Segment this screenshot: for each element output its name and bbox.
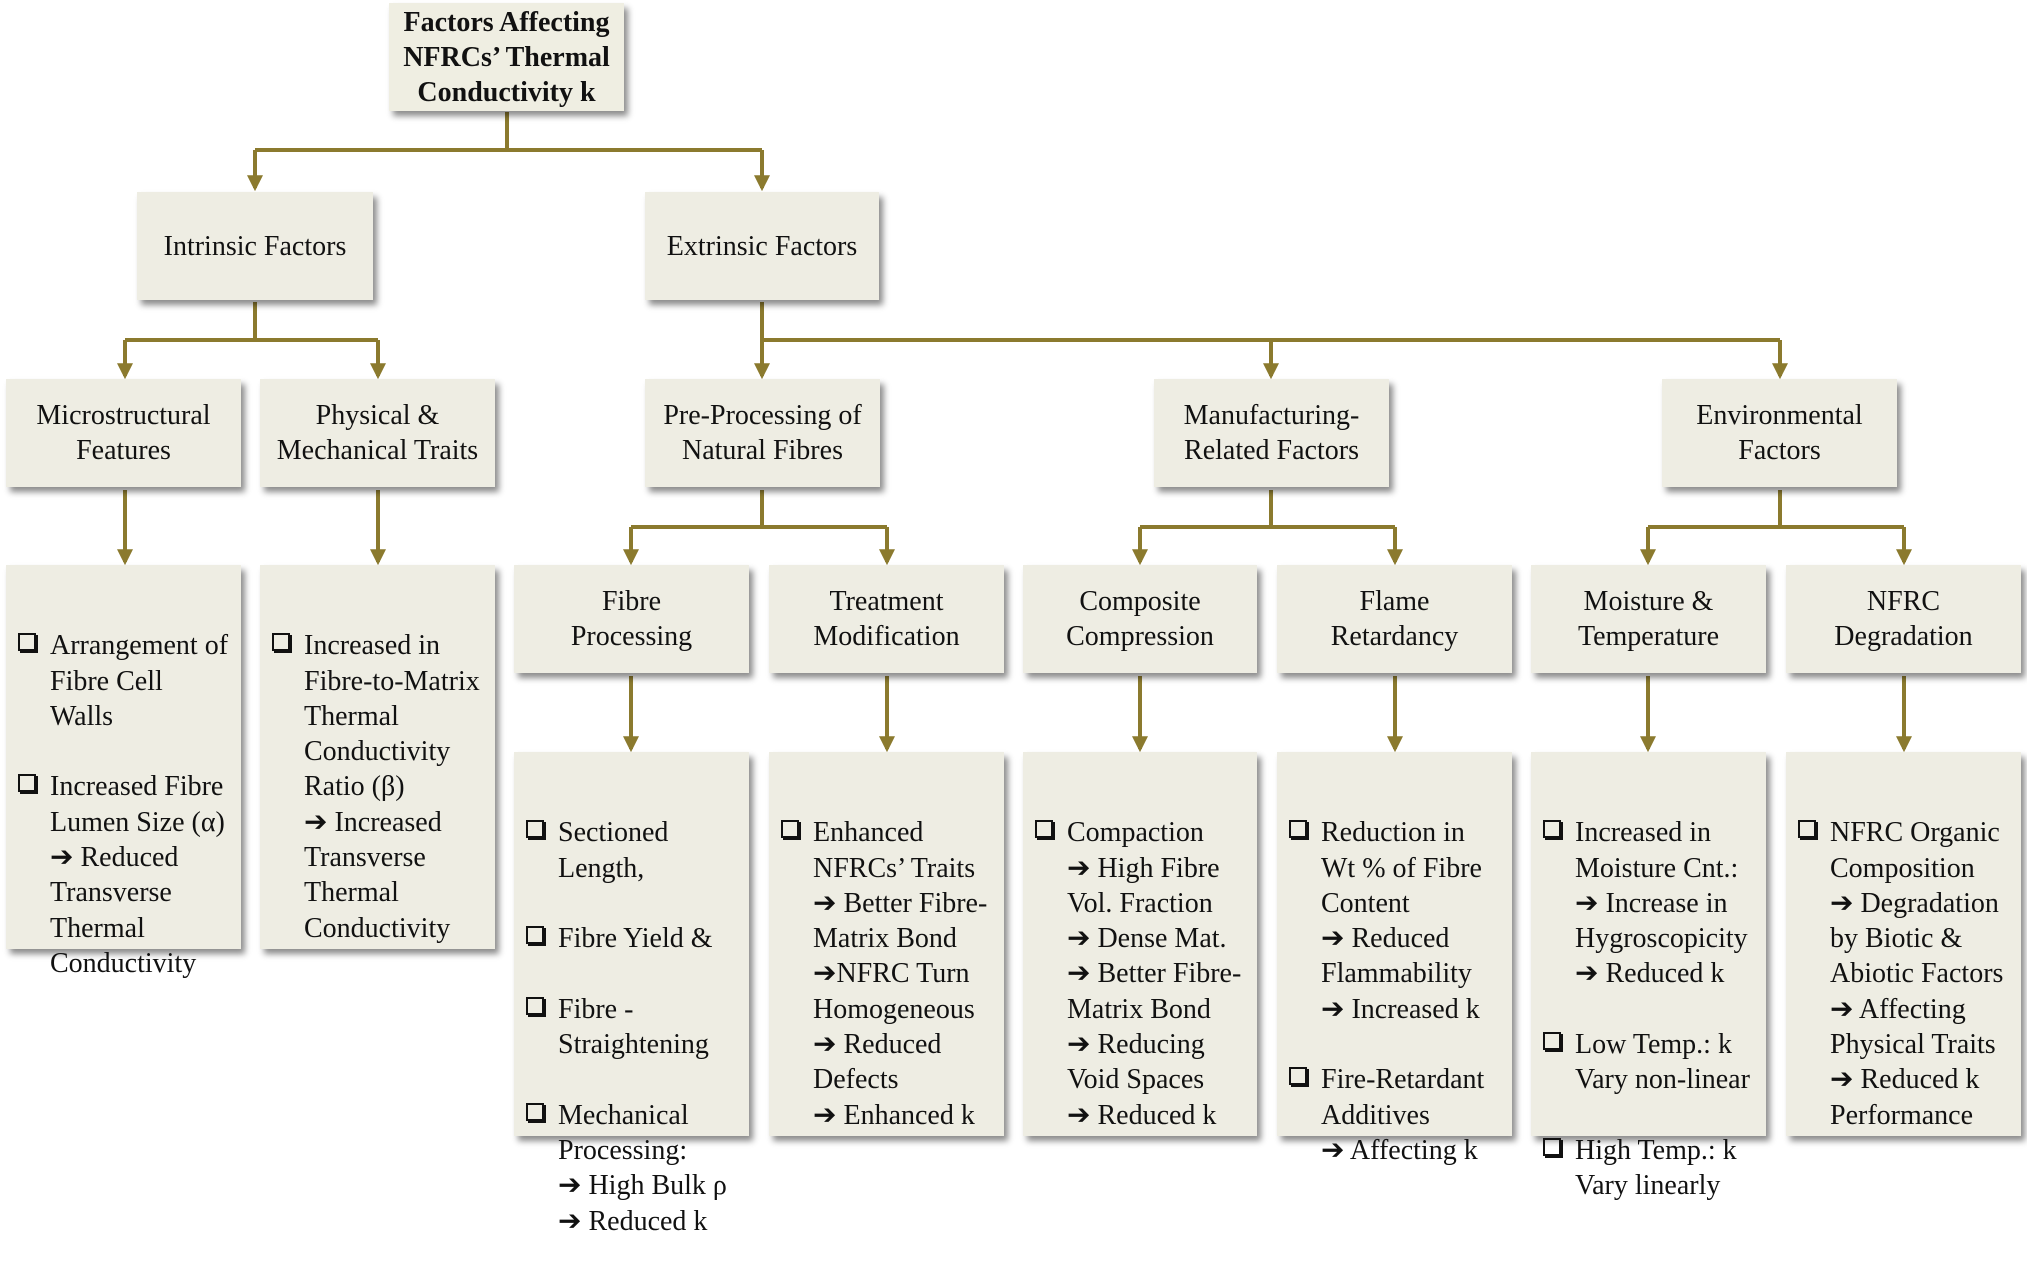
list-item: Increased in Moisture Cnt.: ➔ Increase i… [1543, 815, 1762, 991]
moisture-temperature-details: Increased in Moisture Cnt.: ➔ Increase i… [1531, 752, 1766, 1201]
checkbox-bullet-icon [1543, 1032, 1561, 1051]
list-item: Fibre - Straightening [526, 992, 745, 1063]
checkbox-bullet-icon [1035, 820, 1053, 839]
checkbox-bullet-icon [18, 633, 36, 652]
fibre-processing-node: Fibre Processing [514, 565, 749, 673]
microstructural-details: Arrangement of Fibre Cell Walls Increase… [6, 565, 241, 979]
checkbox-bullet-icon [781, 820, 799, 839]
list-item: Mechanical Processing: ➔ High Bulk ρ ➔ R… [526, 1098, 745, 1239]
treatment-modification-node: Treatment Modification [769, 565, 1004, 673]
manufacturing-node: Manufacturing- Related Factors [1154, 379, 1389, 487]
factors-tree-diagram: Factors Affecting NFRCs’ Thermal Conduct… [6, 3, 2021, 1237]
list-item: Reduction in Wt % of Fibre Content ➔ Red… [1289, 815, 1508, 1027]
list-item: Fire-Retardant Additives ➔ Affecting k [1289, 1062, 1508, 1168]
list-item: Increased in Fibre-to-Matrix Thermal Con… [272, 628, 491, 946]
list-item: Enhanced NFRCs’ Traits ➔ Better Fibre- M… [781, 815, 1000, 1133]
root-node: Factors Affecting NFRCs’ Thermal Conduct… [389, 3, 624, 111]
moisture-temperature-node: Moisture & Temperature [1531, 565, 1766, 673]
treatment-details: Enhanced NFRCs’ Traits ➔ Better Fibre- M… [769, 752, 1004, 1136]
physical-details: Increased in Fibre-to-Matrix Thermal Con… [260, 565, 495, 949]
checkbox-bullet-icon [1289, 1067, 1307, 1086]
flame-retardancy-node: Flame Retardancy [1277, 565, 1512, 673]
checkbox-bullet-icon [526, 1102, 544, 1121]
list-item: Sectioned Length, [526, 815, 745, 886]
list-item: High Temp.: k Vary linearly [1543, 1133, 1762, 1204]
flame-retardancy-details: Reduction in Wt % of Fibre Content ➔ Red… [1277, 752, 1512, 1166]
composite-compression-node: Composite Compression [1023, 565, 1257, 673]
list-item: Fibre Yield & [526, 921, 745, 956]
connector-lines [117, 112, 1912, 753]
list-item: NFRC Organic Composition ➔ Degradation b… [1798, 815, 2017, 1133]
checkbox-bullet-icon [1543, 820, 1561, 839]
checkbox-bullet-icon [272, 633, 290, 652]
list-item: Increased Fibre Lumen Size (α) ➔ Reduced… [18, 769, 237, 981]
extrinsic-factors-node: Extrinsic Factors [645, 192, 879, 300]
list-item: Compaction ➔ High Fibre Vol. Fraction ➔ … [1035, 815, 1253, 1133]
preprocessing-node: Pre-Processing of Natural Fibres [645, 379, 880, 487]
checkbox-bullet-icon [526, 926, 544, 945]
checkbox-bullet-icon [1289, 820, 1307, 839]
intrinsic-factors-node: Intrinsic Factors [137, 192, 373, 300]
environmental-node: Environmental Factors [1662, 379, 1897, 487]
physical-mechanical-traits-node: Physical & Mechanical Traits [260, 379, 495, 487]
nfrc-degradation-node: NFRC Degradation [1786, 565, 2021, 673]
checkbox-bullet-icon [18, 774, 36, 793]
degradation-details: NFRC Organic Composition ➔ Degradation b… [1786, 752, 2021, 1136]
checkbox-bullet-icon [526, 996, 544, 1015]
checkbox-bullet-icon [526, 820, 544, 839]
compression-details: Compaction ➔ High Fibre Vol. Fraction ➔ … [1023, 752, 1257, 1136]
list-item: Low Temp.: k Vary non-linear [1543, 1027, 1762, 1098]
microstructural-features-node: Microstructural Features [6, 379, 241, 487]
checkbox-bullet-icon [1798, 820, 1816, 839]
list-item: Arrangement of Fibre Cell Walls [18, 628, 237, 734]
fibre-processing-details: Sectioned Length, Fibre Yield & Fibre - … [514, 752, 749, 1237]
